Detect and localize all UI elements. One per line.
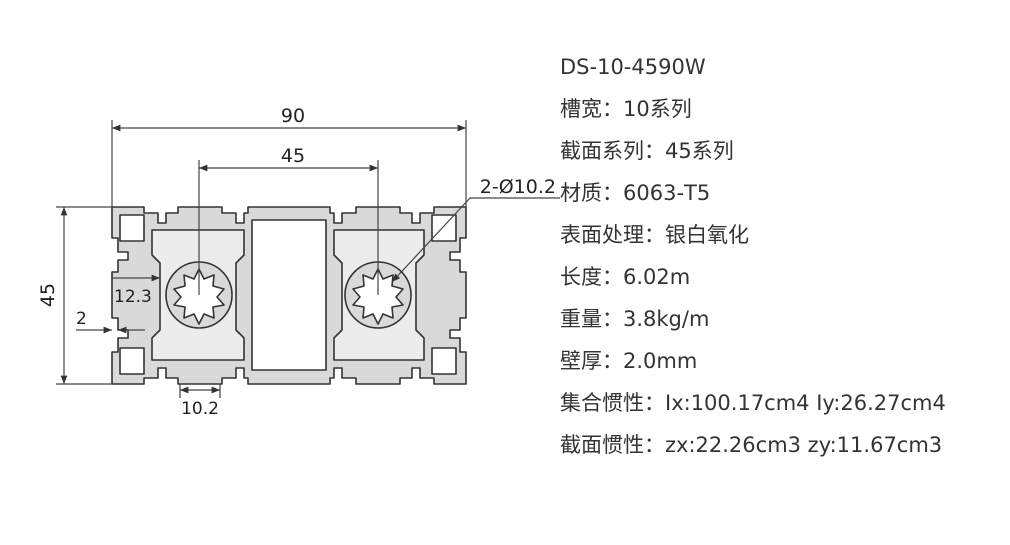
spec-wall-thickness: 壁厚：2.0mm bbox=[560, 349, 698, 373]
dim-hole-label: 2-Ø10.2 bbox=[480, 176, 556, 198]
spec-weight: 重量：3.8kg/m bbox=[560, 307, 710, 331]
spec-section-modulus: 截面惯性：zx:22.26cm3 zy:11.67cm3 bbox=[560, 433, 943, 457]
dim-inner-width: 45 bbox=[281, 145, 305, 167]
spec-moment-inertia: 集合惯性：Ix:100.17cm4 Iy:26.27cm4 bbox=[560, 391, 946, 415]
dimension-lines bbox=[56, 120, 560, 398]
profile-section bbox=[111, 206, 467, 385]
dim-wall: 2 bbox=[76, 309, 87, 329]
spec-slot-width: 槽宽：10系列 bbox=[560, 97, 692, 121]
spec-length: 长度：6.02m bbox=[560, 265, 691, 289]
spec-list: DS-10-4590W 槽宽：10系列 截面系列：45系列 材质：6063-T5… bbox=[560, 52, 1000, 472]
spec-model: DS-10-4590W bbox=[560, 55, 706, 79]
dim-slot: 10.2 bbox=[181, 399, 219, 419]
spec-surface: 表面处理：银白氧化 bbox=[560, 223, 749, 247]
dim-height: 45 bbox=[37, 283, 59, 307]
spec-section-series: 截面系列：45系列 bbox=[560, 139, 734, 163]
dim-rib: 12.3 bbox=[114, 287, 152, 307]
profile-drawing: 90 45 45 2-Ø10.2 12.3 2 10.2 bbox=[37, 105, 560, 419]
dim-overall-width: 90 bbox=[281, 105, 305, 127]
spec-material: 材质：6063-T5 bbox=[560, 181, 711, 205]
